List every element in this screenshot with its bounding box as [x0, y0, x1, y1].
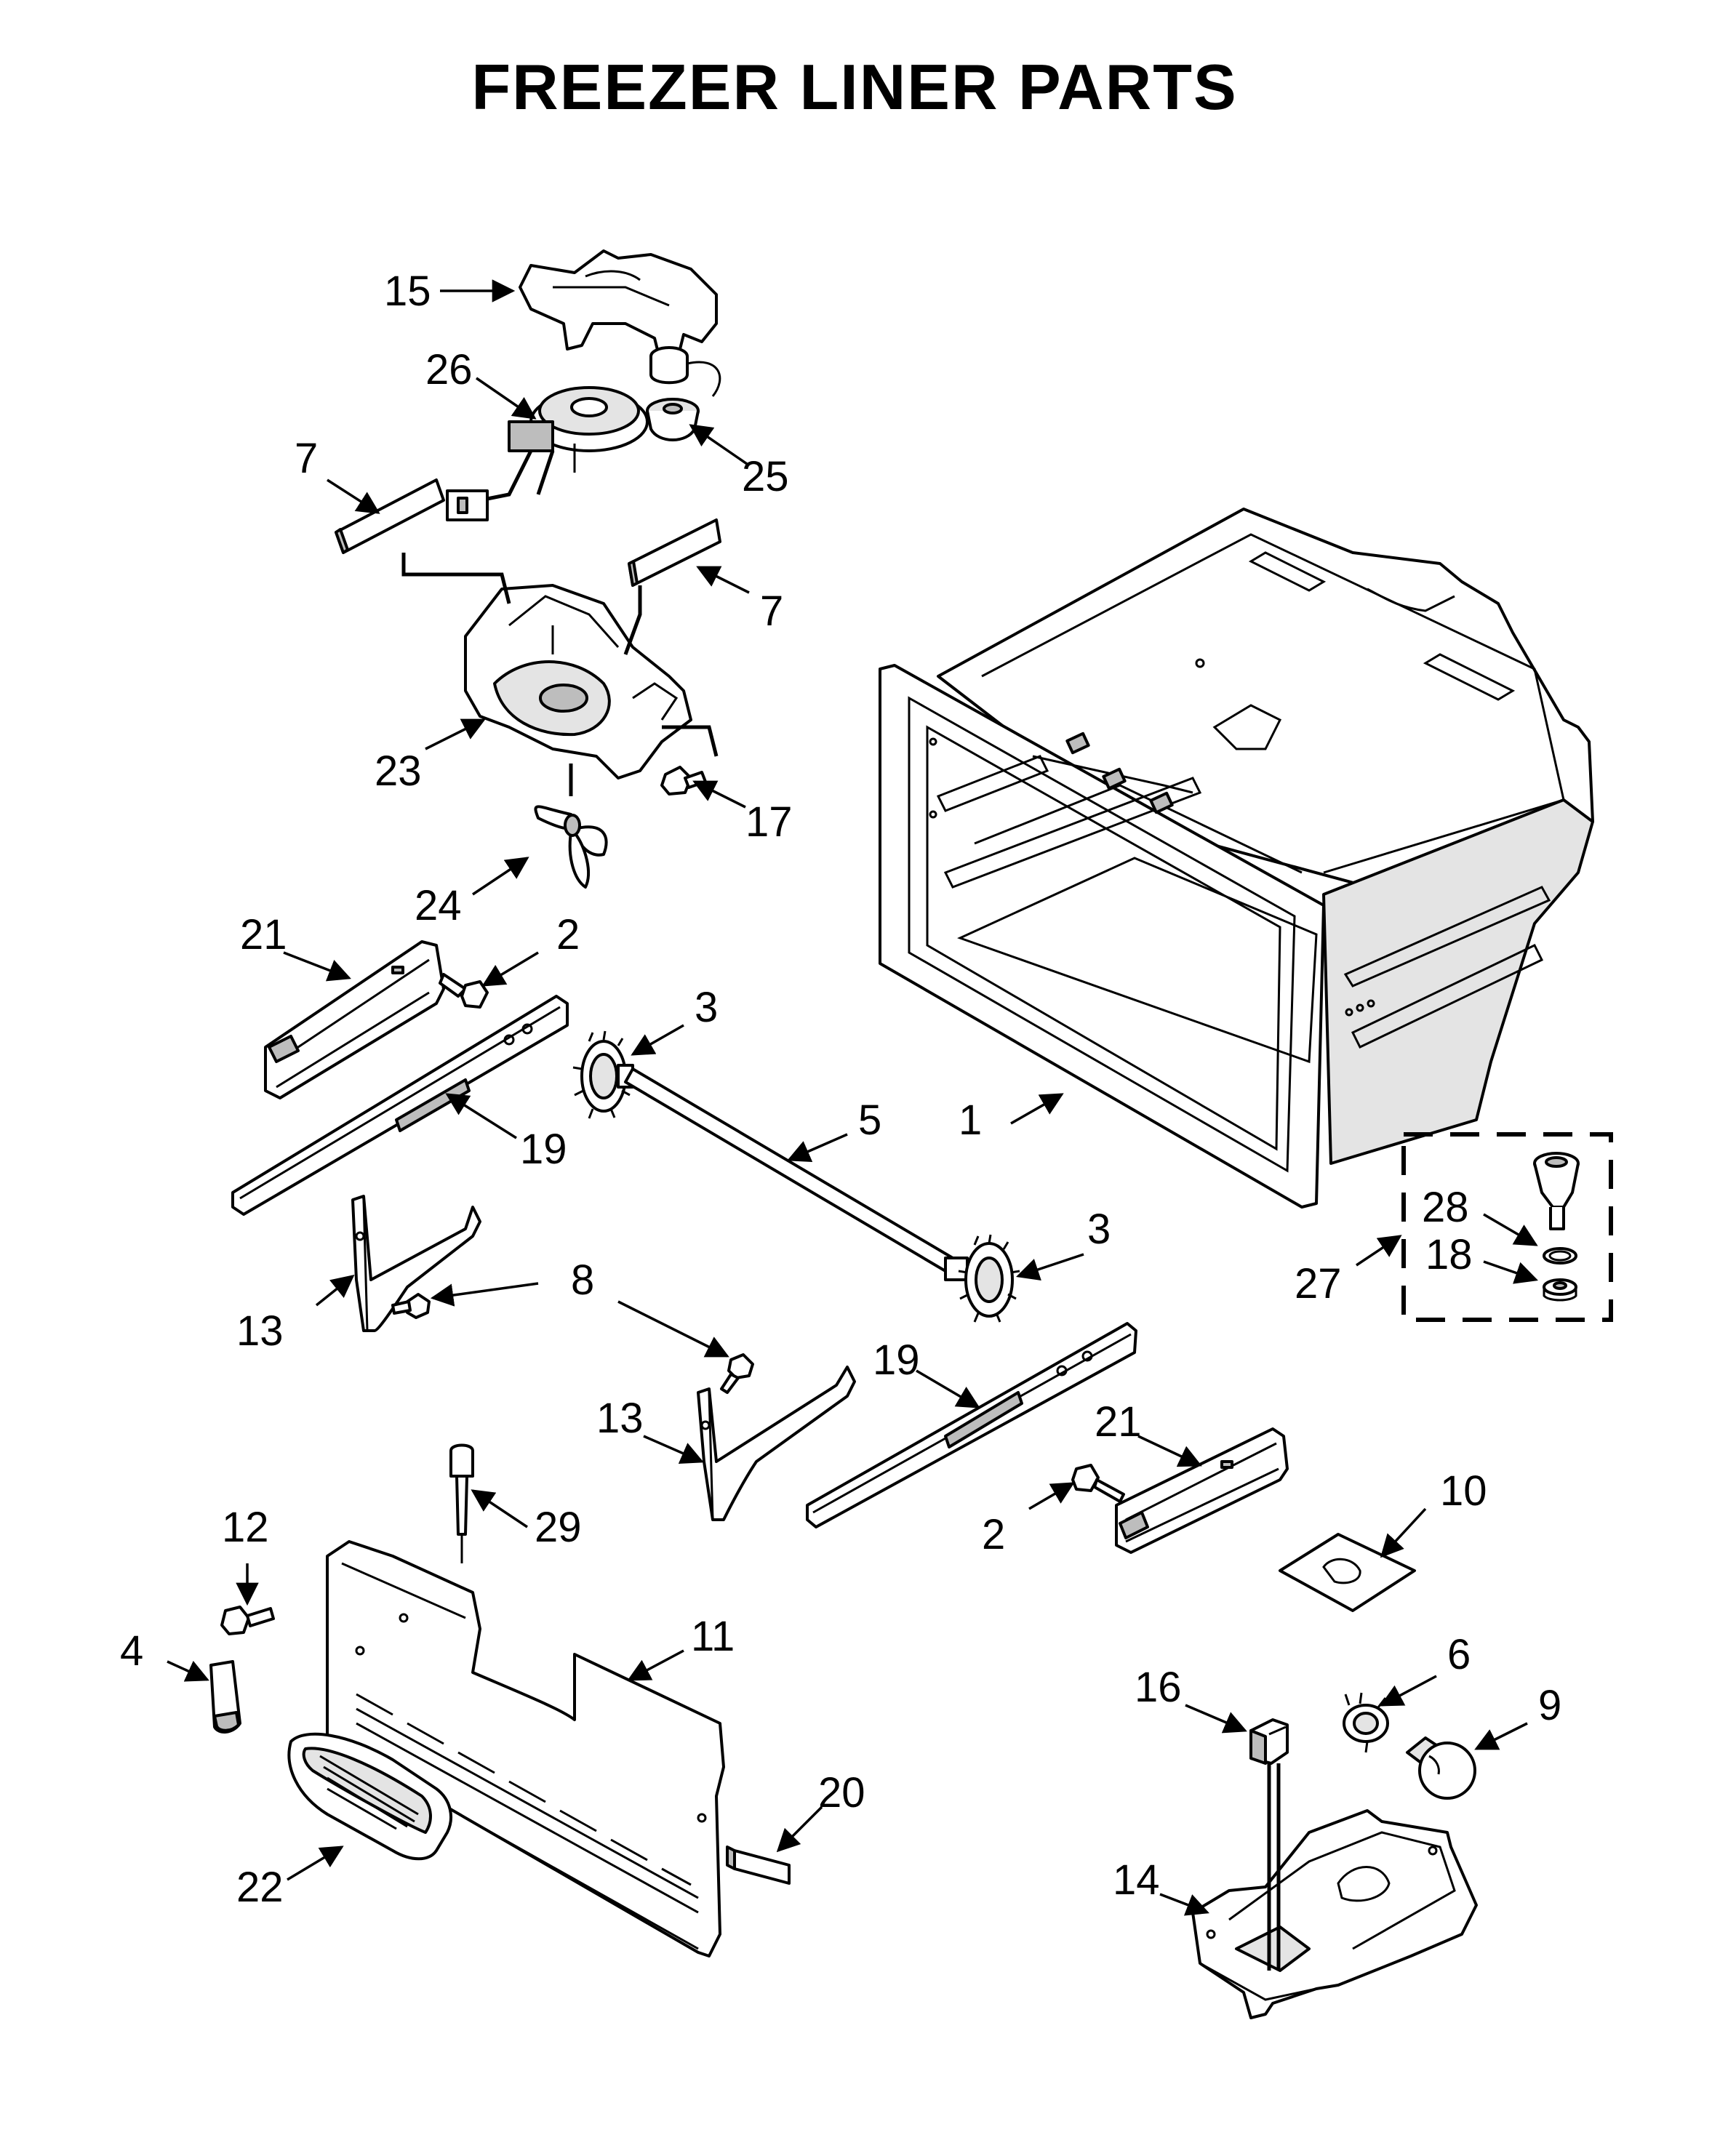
callout-27: 27 [1295, 1260, 1342, 1307]
callout-25: 25 [742, 453, 789, 500]
screw-2-left [439, 973, 489, 1009]
shaft [624, 1067, 954, 1273]
callout-3-top: 3 [695, 984, 718, 1031]
light-housing [1191, 1763, 1478, 2019]
callout-13-left: 13 [236, 1307, 284, 1355]
sensor-probe [449, 1443, 474, 1563]
screw-12 [220, 1606, 275, 1635]
callout-21-right: 21 [1095, 1398, 1142, 1446]
gear-bottom [944, 1234, 1020, 1323]
clip-4 [209, 1660, 241, 1734]
callout-17: 17 [745, 798, 793, 846]
callout-9: 9 [1538, 1682, 1561, 1729]
panel-vents [356, 1693, 699, 1914]
drain-kit-group [1401, 1132, 1613, 1322]
callout-20: 20 [818, 1769, 865, 1816]
fan-motor [446, 386, 649, 521]
light-bulb [1406, 1736, 1476, 1800]
callout-2-right: 2 [982, 1511, 1005, 1558]
callout-2-left: 2 [556, 911, 580, 958]
lamp-socket [1343, 1692, 1389, 1753]
label-10 [1279, 1533, 1416, 1612]
callout-18: 18 [1425, 1231, 1473, 1278]
callout-3-bottom: 3 [1087, 1206, 1111, 1253]
foam-strip [726, 1846, 791, 1885]
fan-blade [534, 805, 608, 889]
callout-1: 1 [959, 1097, 982, 1144]
callout-29: 29 [535, 1504, 582, 1551]
fan-cover-bracket [519, 249, 718, 369]
callout-19-left: 19 [520, 1126, 567, 1173]
screw-8-left [391, 1293, 431, 1319]
callout-7-right: 7 [760, 588, 783, 635]
slide-bracket-right [1115, 1427, 1289, 1554]
callout-7-left: 7 [295, 435, 318, 482]
foam-tape-right [628, 518, 721, 587]
leader-lines [167, 279, 1538, 1916]
screw-8-right [720, 1353, 754, 1394]
freezer-liner-bin [879, 508, 1594, 1209]
slide-bracket-left [264, 940, 445, 1099]
callout-4: 4 [120, 1627, 143, 1675]
fan-housing [401, 553, 719, 796]
callout-10: 10 [1440, 1467, 1487, 1515]
callout-26: 26 [425, 346, 473, 393]
callout-12: 12 [222, 1504, 269, 1551]
slide-rail-right [806, 1322, 1137, 1528]
callout-21-left: 21 [240, 911, 287, 958]
callout-23: 23 [375, 748, 422, 795]
damper-knob [646, 346, 721, 441]
callout-28: 28 [1422, 1184, 1469, 1231]
callout-15: 15 [384, 268, 431, 315]
callout-6: 6 [1447, 1631, 1471, 1678]
callout-labels: 15 26 25 7 7 23 17 24 21 2 3 19 5 1 3 13… [120, 268, 1561, 1911]
grille [287, 1732, 452, 1861]
gear-top [572, 1030, 634, 1119]
callout-16: 16 [1135, 1664, 1182, 1711]
diagram-title: FREEZER LINER PARTS [471, 51, 1237, 123]
callout-24: 24 [415, 882, 462, 929]
foam-tape-left [335, 478, 445, 554]
screw-2-right [1071, 1464, 1125, 1503]
callout-5: 5 [858, 1097, 881, 1144]
slide-rail-left [231, 995, 569, 1216]
bracket-13-right [697, 1366, 856, 1521]
callout-11: 11 [691, 1613, 735, 1660]
screw-17 [660, 766, 707, 796]
callout-13-right: 13 [596, 1395, 644, 1442]
switch-16 [1249, 1718, 1289, 1765]
callout-8: 8 [571, 1257, 594, 1304]
callout-19-right: 19 [873, 1337, 920, 1384]
rear-panel [326, 1540, 725, 1957]
callout-22: 22 [236, 1864, 284, 1911]
callout-14: 14 [1113, 1856, 1160, 1904]
